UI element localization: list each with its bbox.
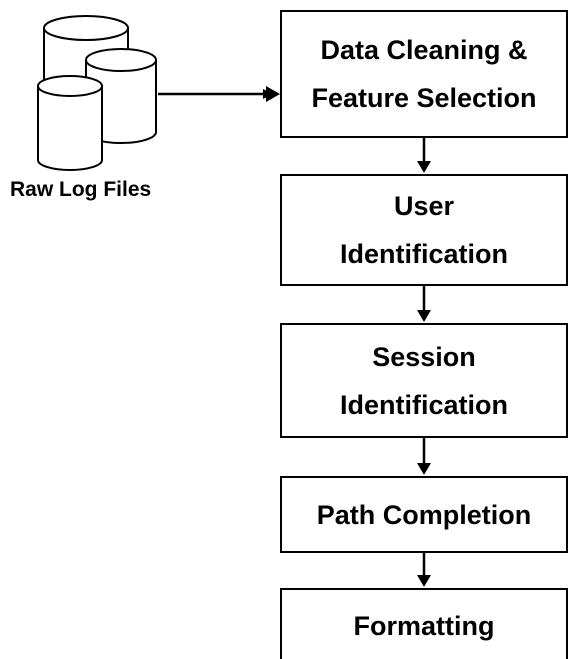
arrowhead-3: [417, 463, 431, 475]
step-data-cleaning: Data Cleaning & Feature Selection: [280, 10, 568, 138]
arrowhead-2: [417, 310, 431, 322]
step-formatting: Formatting: [280, 588, 568, 659]
step-path-completion: Path Completion: [280, 476, 568, 553]
step-user-identification: User Identification: [280, 174, 568, 286]
step-session-identification: Session Identification: [280, 323, 568, 438]
arrowhead-4: [417, 575, 431, 587]
arrowhead-source: [266, 86, 280, 102]
source-label: Raw Log Files: [10, 178, 152, 201]
arrowhead-1: [417, 161, 431, 173]
